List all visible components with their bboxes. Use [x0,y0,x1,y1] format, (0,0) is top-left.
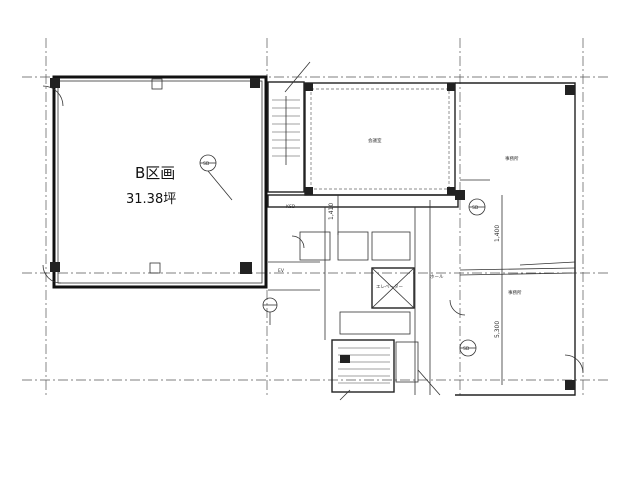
stair-core [267,81,305,193]
zone-area: 31.38坪 [126,192,176,207]
dimension-1400: 1,400 [494,225,501,242]
tag-hall: ホール [430,274,444,280]
dimension-5300: 5,300 [494,321,501,338]
zone-name: B区画 [135,164,175,182]
grid-lines [22,38,610,395]
corridor [268,200,431,395]
door-swings [42,85,584,374]
svg-text:事務所: 事務所 [508,289,522,296]
dimension-lines [337,195,503,385]
svg-text:会議室: 会議室 [368,137,382,144]
zone-b-columns [50,78,260,274]
tag-ksd: KSD [286,204,296,210]
lower-stair [331,339,419,393]
tag-sd-left: SD [203,161,210,167]
tag-elevator: エレベーター [376,283,403,290]
leader-lines [284,61,576,401]
section-markers [199,154,486,357]
tag-sd-bottom: SD [463,346,470,352]
dimension-1410: 1,410 [328,203,335,220]
direction-arrows [207,170,271,325]
tag-sd-right: SD [472,205,479,211]
service-rooms [267,194,459,335]
center-room: 会議室 [304,82,456,196]
zone-b-area[interactable] [52,75,268,289]
right-office-area: 事務所 事務所 [455,82,576,396]
tag-ev: EV [278,268,285,274]
svg-text:事務所: 事務所 [505,155,519,162]
